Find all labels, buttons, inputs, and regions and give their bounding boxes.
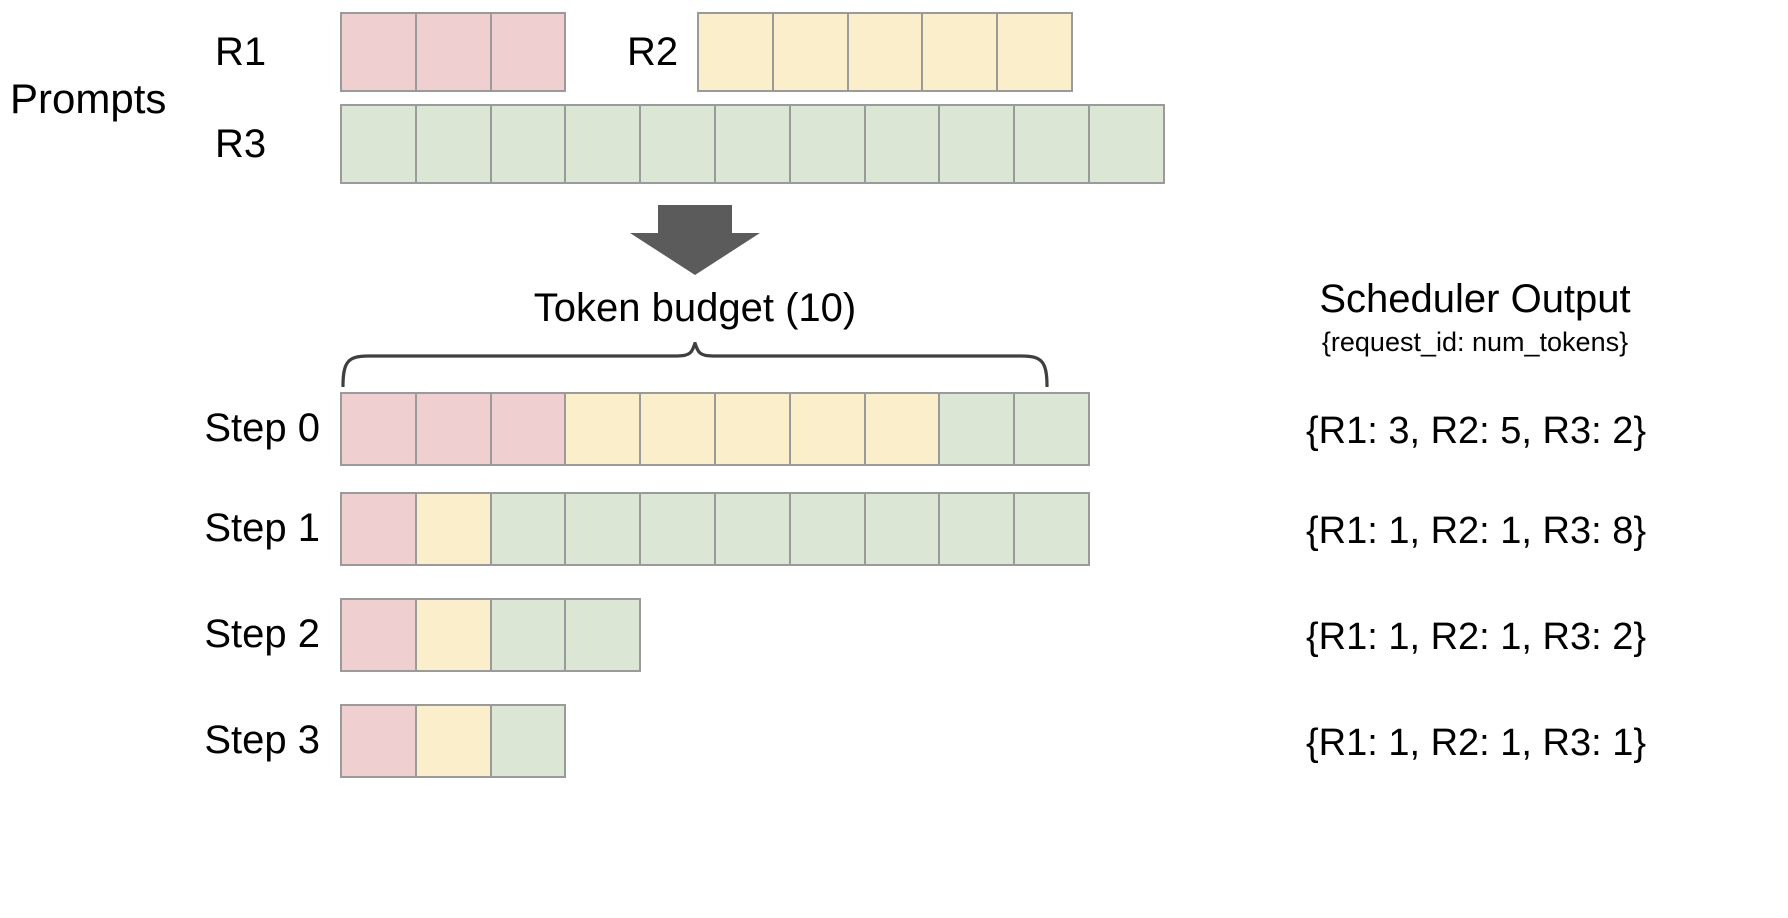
token-cell-r2 bbox=[564, 392, 642, 466]
token-cell-r2 bbox=[713, 392, 791, 466]
token-cell-r3 bbox=[938, 392, 1016, 466]
step-label-2: Step 2 bbox=[204, 612, 320, 656]
token-cell-r1 bbox=[340, 12, 417, 92]
token-cell-r1 bbox=[340, 598, 417, 672]
token-cell-r3 bbox=[489, 104, 567, 184]
step-token-row-3 bbox=[340, 704, 567, 778]
token-cell-r2 bbox=[639, 392, 716, 466]
token-budget-label: Token budget (10) bbox=[533, 286, 857, 330]
request-label-r1: R1 bbox=[215, 30, 267, 74]
scheduler-output-row-3: {R1: 1, R2: 1, R3: 1} bbox=[1305, 722, 1647, 764]
token-cell-r3 bbox=[489, 598, 567, 672]
token-cell-r3 bbox=[713, 104, 791, 184]
token-cell-r3 bbox=[414, 104, 492, 184]
token-cell-r1 bbox=[340, 492, 417, 566]
scheduler-output-subtitle: {request_id: num_tokens} bbox=[1321, 327, 1629, 357]
scheduler-output-row-2: {R1: 1, R2: 1, R3: 2} bbox=[1305, 616, 1647, 658]
request-label-r2: R2 bbox=[627, 30, 679, 74]
token-budget-brace bbox=[340, 341, 1050, 388]
token-cell-r1 bbox=[340, 392, 417, 466]
step-token-row-1 bbox=[340, 492, 1090, 566]
token-cell-r3 bbox=[1013, 392, 1090, 466]
token-cell-r1 bbox=[414, 12, 492, 92]
token-cell-r3 bbox=[788, 104, 866, 184]
token-cell-r3 bbox=[1013, 104, 1090, 184]
token-cell-r2 bbox=[846, 12, 924, 92]
token-cell-r3 bbox=[938, 492, 1016, 566]
token-cell-r3 bbox=[938, 104, 1016, 184]
step-label-3: Step 3 bbox=[204, 718, 320, 762]
token-cell-r2 bbox=[697, 12, 774, 92]
token-cell-r3 bbox=[1087, 104, 1165, 184]
token-cell-r3 bbox=[639, 492, 716, 566]
token-cell-r2 bbox=[863, 392, 941, 466]
prompt-row-r3 bbox=[340, 104, 1165, 184]
token-cell-r1 bbox=[489, 392, 567, 466]
token-cell-r3 bbox=[564, 598, 642, 672]
scheduler-output-row-1: {R1: 1, R2: 1, R3: 8} bbox=[1305, 510, 1647, 552]
step-label-0: Step 0 bbox=[204, 406, 320, 450]
token-cell-r3 bbox=[639, 104, 716, 184]
token-cell-r2 bbox=[414, 598, 492, 672]
token-cell-r2 bbox=[788, 392, 866, 466]
token-cell-r1 bbox=[340, 704, 417, 778]
down-arrow-icon bbox=[630, 205, 760, 275]
token-cell-r3 bbox=[863, 104, 941, 184]
token-cell-r3 bbox=[564, 492, 642, 566]
token-cell-r3 bbox=[489, 704, 567, 778]
token-cell-r3 bbox=[340, 104, 417, 184]
token-cell-r2 bbox=[996, 12, 1073, 92]
scheduler-output-title: Scheduler Output bbox=[1319, 277, 1631, 321]
prompt-row-r2 bbox=[697, 12, 1073, 92]
token-cell-r3 bbox=[788, 492, 866, 566]
token-cell-r1 bbox=[414, 392, 492, 466]
prompts-group-label: Prompts bbox=[10, 75, 167, 122]
scheduler-output-row-0: {R1: 3, R2: 5, R3: 2} bbox=[1305, 410, 1647, 452]
step-token-row-2 bbox=[340, 598, 642, 672]
token-cell-r2 bbox=[414, 492, 492, 566]
token-cell-r3 bbox=[713, 492, 791, 566]
step-label-1: Step 1 bbox=[204, 506, 320, 550]
token-cell-r2 bbox=[771, 12, 849, 92]
prompt-row-r1 bbox=[340, 12, 567, 92]
token-cell-r3 bbox=[564, 104, 642, 184]
token-cell-r3 bbox=[489, 492, 567, 566]
request-label-r3: R3 bbox=[215, 122, 267, 166]
token-cell-r3 bbox=[863, 492, 941, 566]
token-cell-r1 bbox=[489, 12, 567, 92]
token-cell-r2 bbox=[921, 12, 999, 92]
step-token-row-0 bbox=[340, 392, 1090, 466]
token-cell-r3 bbox=[1013, 492, 1090, 566]
token-cell-r2 bbox=[414, 704, 492, 778]
